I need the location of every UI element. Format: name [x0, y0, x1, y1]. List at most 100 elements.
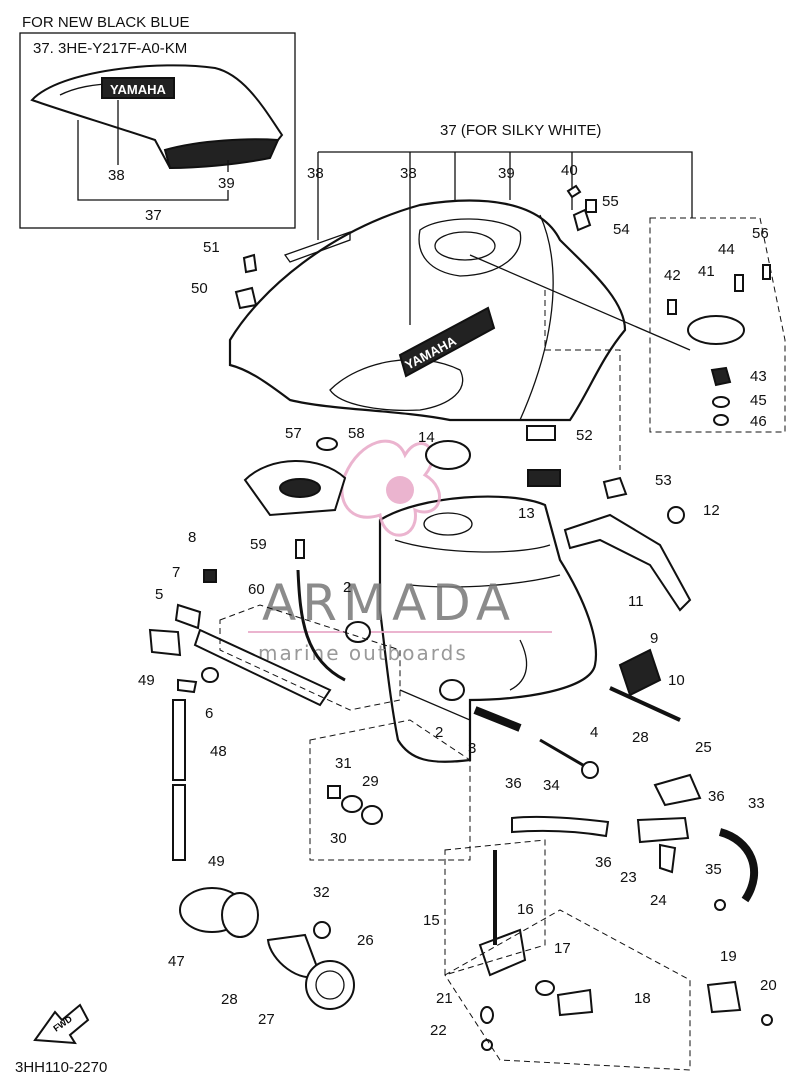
- callout-18: 18: [634, 990, 651, 1007]
- part-26-damper: [305, 960, 355, 1010]
- callout-7: 7: [172, 564, 180, 581]
- part-59-plug: [295, 539, 305, 559]
- part-54-collar: [585, 199, 597, 213]
- part-58-grommet: [316, 437, 338, 451]
- callout-49: 49: [138, 672, 155, 689]
- callout-8: 8: [188, 529, 196, 546]
- callout-47: 47: [168, 953, 185, 970]
- dash-box-switch: [444, 909, 691, 1071]
- part-30-damper: [341, 795, 363, 813]
- front-direction-arrow: FWD: [33, 1003, 90, 1045]
- callout-45: 45: [750, 392, 767, 409]
- part-5-bracket: [148, 628, 182, 657]
- callout-20: 20: [760, 977, 777, 994]
- part-6-collar: [201, 667, 219, 683]
- part-20-screw: [761, 1014, 773, 1026]
- part-17-o-ring: [535, 980, 555, 996]
- part-44-bolt: [734, 274, 744, 292]
- part-7-bracket: [174, 603, 202, 630]
- silky-white-bracket: [318, 151, 693, 218]
- callout-48: 48: [210, 743, 227, 760]
- tank-cover: YAMAHA: [228, 199, 691, 422]
- callout-14: 14: [418, 429, 435, 446]
- callout-46: 46: [750, 413, 767, 430]
- part-48-hose-upper: [172, 699, 186, 781]
- part-11-bracket: [563, 513, 692, 612]
- callout-57: 57: [285, 425, 302, 442]
- inset-label-38: 38: [108, 167, 125, 184]
- filler-opening: [418, 218, 522, 277]
- callout-40: 40: [561, 162, 578, 179]
- part-3-collar: [473, 706, 522, 732]
- callout-28: 28: [221, 991, 238, 1008]
- callout-23: 23: [620, 869, 637, 886]
- inset-logo-text: YAMAHA: [110, 82, 166, 97]
- callout-49: 49: [208, 853, 225, 870]
- part-46-washer: [713, 414, 729, 426]
- inset-dark-stripe: [163, 138, 280, 170]
- callout-36: 36: [595, 854, 612, 871]
- part-22-screw: [481, 1039, 493, 1051]
- callout-43: 43: [750, 368, 767, 385]
- part-23-fuel-filter: [636, 816, 690, 844]
- callout-16: 16: [517, 901, 534, 918]
- part-32-grommet: [313, 921, 331, 939]
- watermark-logo-swirl: [340, 439, 441, 537]
- part-10-rod: [609, 686, 681, 722]
- inset-logo-badge: [101, 77, 175, 99]
- catalog-code: 3HH110-2270: [15, 1059, 107, 1076]
- part-2b-damper: [439, 679, 465, 701]
- inset-panel: FOR NEW BLACK BLUE 37. 3HE-Y217F-A0-KM Y…: [19, 14, 296, 229]
- callout-54: 54: [613, 221, 630, 238]
- callout-60: 60: [248, 581, 265, 598]
- part-29-collar: [361, 805, 383, 825]
- dash-box-brackets: [219, 604, 401, 711]
- fuel-cap-group-box: [649, 217, 786, 433]
- part-53-grommet: [602, 476, 628, 500]
- callout-17: 17: [554, 940, 571, 957]
- part-45-washer: [712, 396, 730, 408]
- part-9-footrest-pad: [618, 648, 662, 697]
- callout-33: 33: [748, 795, 765, 812]
- callout-36: 36: [505, 775, 522, 792]
- part-21-washer: [480, 1006, 494, 1024]
- part-14-cap: [425, 440, 471, 470]
- callout-36: 36: [708, 788, 725, 805]
- inset-bracket-37: [77, 120, 229, 201]
- callout-15: 15: [423, 912, 440, 929]
- dash-leader-53: [544, 290, 621, 470]
- callout-53: 53: [655, 472, 672, 489]
- part-43-nut: [710, 366, 732, 387]
- callout-21: 21: [436, 990, 453, 1007]
- part-40-grommet: [572, 208, 592, 232]
- callout-41: 41: [698, 263, 715, 280]
- callout-34: 34: [543, 777, 560, 794]
- part-41-cap-ring: [687, 315, 745, 345]
- callout-12: 12: [703, 502, 720, 519]
- callout-51: 51: [203, 239, 220, 256]
- callout-29: 29: [362, 773, 379, 790]
- inset-code: 37. 3HE-Y217F-A0-KM: [33, 40, 187, 57]
- dash-box-fuel-cock: [444, 839, 546, 976]
- part-33-hose: [718, 828, 758, 903]
- callout-22: 22: [430, 1022, 447, 1039]
- part-18-plate: [556, 988, 594, 1017]
- callout-3: 3: [468, 740, 476, 757]
- callout-38: 38: [400, 165, 417, 182]
- callout-25: 25: [695, 739, 712, 756]
- part-49a-clamp: [177, 678, 198, 694]
- silky-white-label: 37 (FOR SILKY WHITE): [440, 122, 601, 139]
- part-12-bolt: [667, 506, 685, 524]
- callout-50: 50: [191, 280, 208, 297]
- callout-30: 30: [330, 830, 347, 847]
- callout-2: 2: [343, 579, 351, 596]
- part-4-bolt: [539, 738, 589, 770]
- part-plate-strip: [193, 628, 332, 707]
- part-60-hose: [296, 569, 346, 682]
- callout-39: 39: [498, 165, 515, 182]
- callout-56: 56: [752, 225, 769, 242]
- callout-24: 24: [650, 892, 667, 909]
- callout-38: 38: [307, 165, 324, 182]
- callout-6: 6: [205, 705, 213, 722]
- part-35-clamp: [714, 899, 726, 911]
